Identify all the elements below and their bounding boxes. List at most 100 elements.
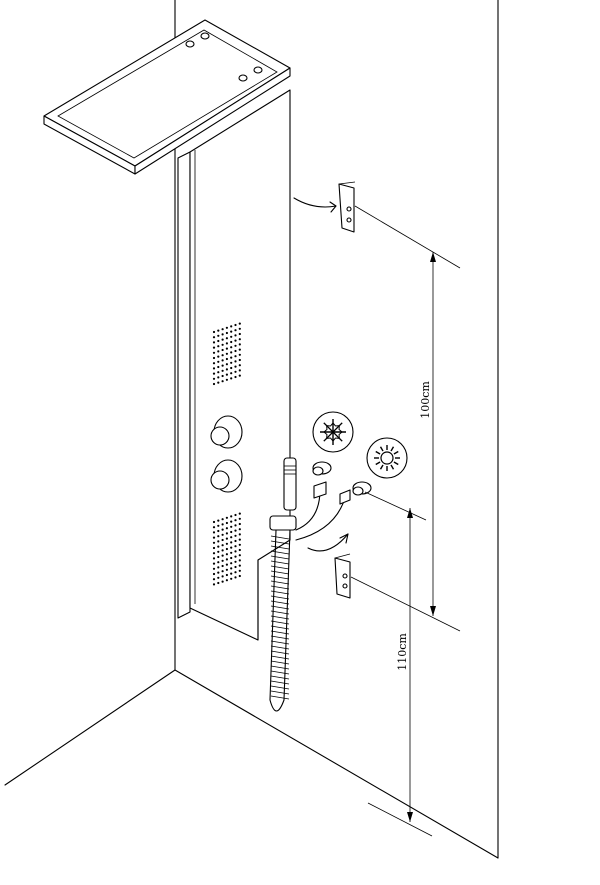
jet-nozzle [221,538,224,542]
jet-nozzle [225,363,228,366]
jet-nozzle [238,522,241,526]
hot-water-sun-icon [366,437,408,479]
jet-nozzle [238,353,241,356]
jet-nozzle [217,355,220,358]
jet-nozzle [217,329,220,332]
jet-nozzle [234,339,237,342]
jet-nozzle [238,569,241,572]
jet-nozzle [225,521,228,525]
jet-nozzle [230,351,233,354]
jet-nozzle [230,556,233,560]
jet-nozzle [225,326,228,329]
jet-nozzle [212,356,216,360]
jet-nozzle [238,559,241,562]
control-knob-upper [210,415,243,449]
jet-nozzle [225,342,228,345]
snowflake-barb [338,429,343,433]
jet-nozzle [217,360,220,363]
jet-nozzle [234,370,237,373]
cold-water-snowflake-icon [312,411,354,453]
jet-nozzle [225,568,228,571]
jet-nozzle [221,544,224,547]
body-jets-upper [212,322,241,386]
jet-nozzle [234,334,237,337]
jet-nozzle [230,577,233,580]
jet-nozzle [221,328,224,331]
jet-nozzle [217,339,220,343]
jet-nozzle [212,583,216,586]
jet-nozzle [230,356,233,359]
cold-water-fitting [312,461,332,476]
jet-nozzle [230,361,233,364]
jet-nozzle [221,518,224,521]
sun-ray [375,461,381,466]
jet-nozzle [212,557,216,560]
jet-nozzle [217,371,220,374]
jet-nozzle [221,343,224,346]
jet-nozzle [230,377,233,380]
jet-nozzle [212,572,216,576]
jet-nozzle [230,515,233,518]
jet-nozzle [221,354,224,357]
jet-nozzle [212,541,216,544]
jet-nozzle [234,545,237,548]
jet-nozzle [225,537,228,540]
jet-nozzle [221,348,224,352]
mounting-bolts [185,32,263,82]
jet-nozzle [238,369,241,372]
jet-nozzle [234,344,237,347]
jet-nozzle [217,381,220,384]
jet-nozzle [234,519,237,522]
jet-nozzle [230,562,233,565]
jet-nozzle [230,546,233,549]
jet-nozzle [238,343,241,346]
body-jets-lower [212,512,241,586]
jet-nozzle [212,362,216,365]
dimension-label-100cm: 100cm [419,381,432,419]
jet-nozzle [221,523,224,526]
jet-nozzle [230,530,233,534]
jet-nozzle [238,374,241,377]
jet-nozzle [238,533,241,536]
jet-nozzle [238,528,241,531]
jet-nozzle [212,346,216,349]
sun-ray [379,464,384,470]
jet-nozzle [238,327,241,330]
jet-nozzle [221,533,224,536]
jet-nozzle [230,541,233,544]
jet-nozzle [225,547,228,551]
jet-nozzle [225,357,228,361]
jet-nozzle [238,364,241,367]
jet-nozzle [234,365,237,368]
snowflake-barb [330,422,334,427]
dimension-110cm: 110cm [364,491,433,837]
jet-nozzle [217,576,220,579]
jet-nozzle [238,348,241,351]
snowflake-barb [338,431,343,435]
jet-nozzle [217,535,220,538]
jet-nozzle [238,322,241,325]
rain-shower-head [43,19,291,175]
jet-nozzle [225,516,228,519]
jet-nozzle [212,536,216,539]
jet-nozzle [225,337,228,340]
jet-nozzle [217,519,220,522]
jet-nozzle [225,532,228,535]
jet-nozzle [217,540,220,543]
jet-nozzle [238,543,241,546]
jet-nozzle [221,380,224,383]
wall-bracket-upper [293,181,356,233]
jet-nozzle [221,570,224,573]
dimension-label-110cm: 110cm [396,633,409,671]
jet-nozzle [217,571,220,574]
jet-nozzle [221,359,224,362]
jet-nozzle [225,331,228,335]
snowflake-barb [332,437,336,442]
jet-nozzle [221,549,224,552]
jet-nozzle [234,534,237,537]
jet-nozzle [238,512,241,515]
snowflake-barb [330,437,334,442]
sun-ray [375,450,381,455]
snowflake-barb [332,422,336,427]
jet-nozzle [238,358,241,362]
